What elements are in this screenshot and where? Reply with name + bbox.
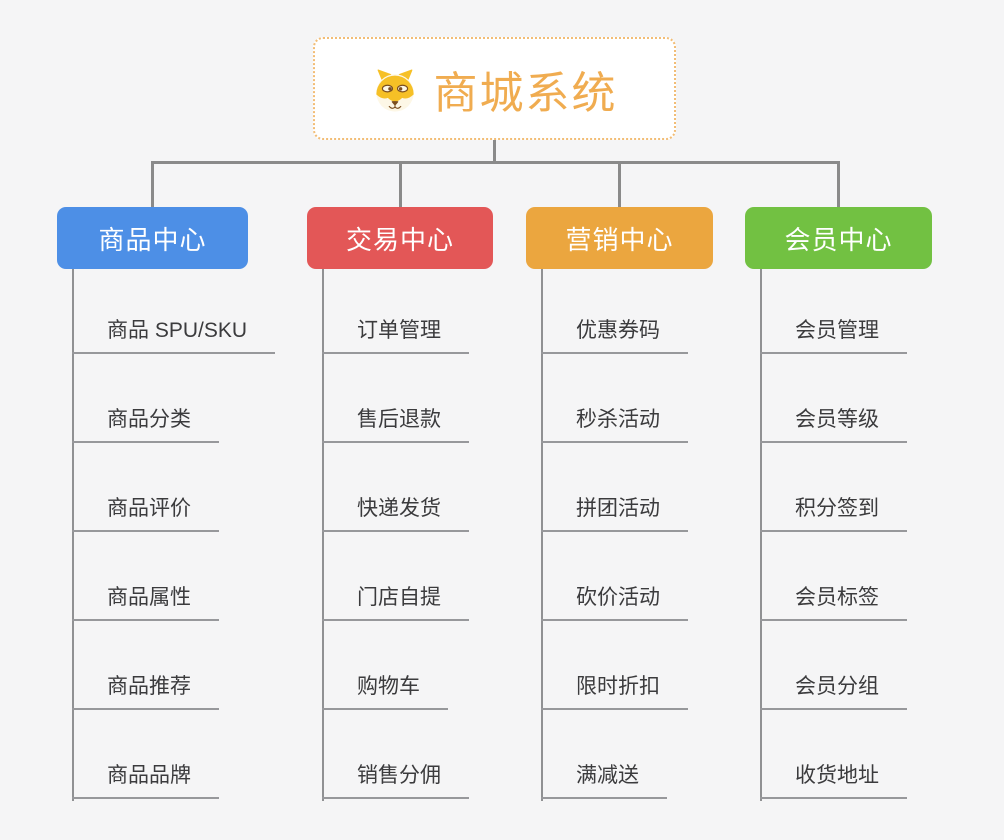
leaf-node-product-4[interactable]: 商品推荐 [72,670,219,710]
item-slot: 限时折扣 [541,621,688,710]
item-slot: 商品属性 [72,532,219,621]
item-slot: 销售分佣 [322,710,469,799]
item-slot: 会员标签 [760,532,907,621]
leaf-node-member-4[interactable]: 会员分组 [760,670,907,710]
leaf-node-marketing-0[interactable]: 优惠券码 [541,314,688,354]
branch-drop-connector [618,161,621,207]
leaf-node-member-3[interactable]: 会员标签 [760,581,907,621]
root-stub-connector [493,140,496,163]
item-slot: 收货地址 [760,710,907,799]
leaf-node-product-5[interactable]: 商品品牌 [72,759,219,799]
leaf-node-product-3[interactable]: 商品属性 [72,581,219,621]
item-slot: 购物车 [322,621,448,710]
leaf-node-marketing-4[interactable]: 限时折扣 [541,670,688,710]
item-slot: 会员等级 [760,354,907,443]
column-connector [541,269,543,801]
leaf-node-member-1[interactable]: 会员等级 [760,403,907,443]
item-slot: 商品评价 [72,443,219,532]
branch-node-product[interactable]: 商品中心 [57,207,248,269]
leaf-node-product-2[interactable]: 商品评价 [72,492,219,532]
leaf-node-marketing-2[interactable]: 拼团活动 [541,492,688,532]
dog-face-icon [375,69,414,112]
leaf-node-trade-4[interactable]: 购物车 [322,670,448,710]
item-slot: 会员管理 [760,269,907,354]
item-slot: 秒杀活动 [541,354,688,443]
leaf-node-trade-1[interactable]: 售后退款 [322,403,469,443]
leaf-node-marketing-1[interactable]: 秒杀活动 [541,403,688,443]
column-connector [322,269,324,801]
item-slot: 砍价活动 [541,532,688,621]
branch-drop-connector [151,161,154,207]
item-slot: 售后退款 [322,354,469,443]
leaf-node-product-1[interactable]: 商品分类 [72,403,219,443]
branch-bus-connector [151,161,840,164]
branch-items-marketing: 优惠券码秒杀活动拼团活动砍价活动限时折扣满减送 [541,269,688,799]
leaf-node-marketing-5[interactable]: 满减送 [541,759,667,799]
item-slot: 商品推荐 [72,621,219,710]
column-connector [760,269,762,801]
item-slot: 商品 SPU/SKU [72,269,276,354]
column-connector [72,269,74,801]
leaf-node-trade-3[interactable]: 门店自提 [322,581,469,621]
item-slot: 积分签到 [760,443,907,532]
item-slot: 优惠券码 [541,269,688,354]
root-node[interactable]: 商城系统 [313,37,676,140]
item-slot: 商品品牌 [72,710,219,799]
item-slot: 商品分类 [72,354,219,443]
root-title: 商城系统 [433,68,618,118]
branch-node-member[interactable]: 会员中心 [745,207,932,269]
leaf-node-member-0[interactable]: 会员管理 [760,314,907,354]
item-slot: 快递发货 [322,443,469,532]
item-slot: 拼团活动 [541,443,688,532]
leaf-node-trade-5[interactable]: 销售分佣 [322,759,469,799]
branch-items-trade: 订单管理售后退款快递发货门店自提购物车销售分佣 [322,269,469,799]
item-slot: 会员分组 [760,621,907,710]
branch-items-member: 会员管理会员等级积分签到会员标签会员分组收货地址 [760,269,907,799]
branch-items-product: 商品 SPU/SKU 商品分类商品评价商品属性商品推荐商品品牌 [72,269,276,799]
branch-node-trade[interactable]: 交易中心 [307,207,493,269]
leaf-node-trade-0[interactable]: 订单管理 [322,314,469,354]
leaf-node-marketing-3[interactable]: 砍价活动 [541,581,688,621]
item-slot: 门店自提 [322,532,469,621]
item-slot: 订单管理 [322,269,469,354]
leaf-node-trade-2[interactable]: 快递发货 [322,492,469,532]
leaf-node-member-2[interactable]: 积分签到 [760,492,907,532]
item-slot: 满减送 [541,710,667,799]
branch-drop-connector [837,161,840,207]
branch-drop-connector [399,161,402,207]
leaf-node-product-0[interactable]: 商品 SPU/SKU [72,314,276,354]
leaf-node-member-5[interactable]: 收货地址 [760,759,907,799]
branch-node-marketing[interactable]: 营销中心 [526,207,713,269]
